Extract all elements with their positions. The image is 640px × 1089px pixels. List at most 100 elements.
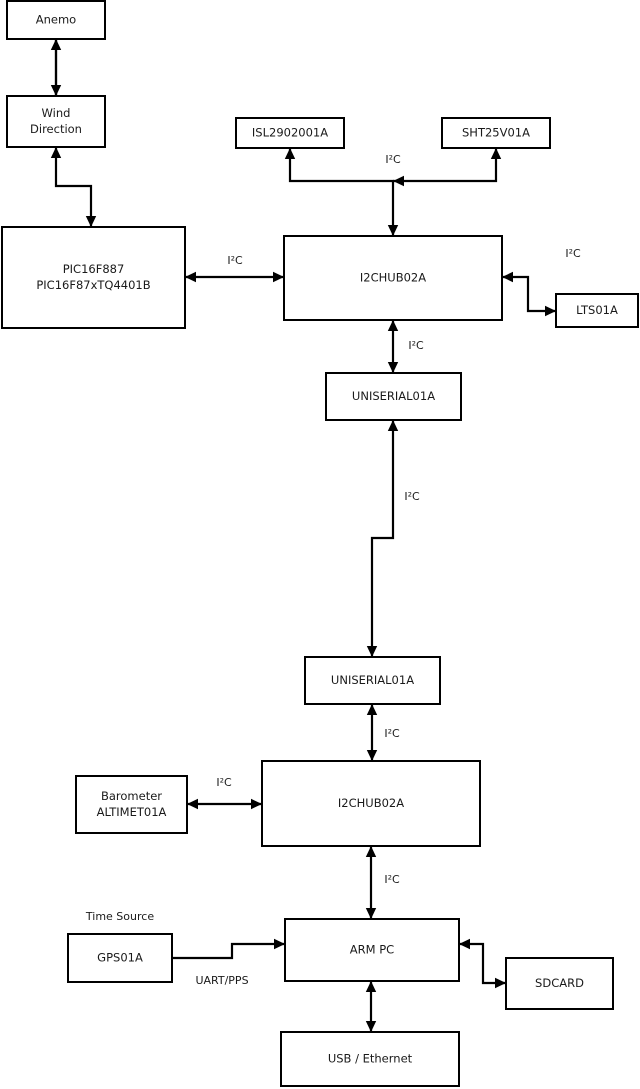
node-label-barometer: Barometer (101, 789, 162, 803)
node-box-hub_bot[interactable] (261, 760, 481, 847)
arrow-head-hub-lts-end (545, 305, 556, 317)
edge-label-hub-lts: I²C (565, 247, 581, 260)
node-box-gps[interactable] (67, 933, 173, 983)
edge-uniserial-hub-bot: I²C (366, 704, 400, 761)
arrow-head-wind-pic-start (50, 147, 62, 158)
edge-line-gps-armpc (172, 942, 285, 960)
node-hub_bot[interactable]: I2CHUB02A (261, 760, 481, 847)
node-label-pic: PIC16F87xTQ4401B (36, 278, 150, 292)
arrow-head-hub-isl-start (387, 225, 399, 236)
edge-pic-hub: I²C (185, 254, 284, 283)
node-label-hub_top: I2CHUB02A (360, 271, 426, 285)
node-box-uniserial_dn[interactable] (304, 656, 441, 705)
arrow-head-hub-uniserial-up-start (387, 320, 399, 331)
edge-gps-armpc: UART/PPS (172, 938, 285, 987)
node-label-gps: GPS01A (97, 951, 143, 965)
arrow-head-barometer-hub-bot-end (251, 798, 262, 810)
edge-hub-bot-armpc: I²C (365, 846, 400, 919)
node-label-sht: SHT25V01A (462, 126, 530, 140)
edge-barometer-hub-bot: I²C (187, 776, 262, 810)
node-armpc[interactable]: ARM PC (284, 918, 460, 982)
arrow-head-wind-pic-end (85, 216, 97, 227)
edge-label-uniserial-hub-bot: I²C (384, 727, 400, 740)
node-uniserial_up[interactable]: UNISERIAL01A (325, 372, 462, 421)
edge-line-hub-sht (393, 148, 498, 183)
node-box-wind[interactable] (6, 95, 106, 148)
arrow-head-anemo-wind-end (50, 85, 62, 96)
edge-line-armpc-sdcard (459, 942, 506, 985)
node-sht[interactable]: SHT25V01A (441, 117, 551, 149)
node-sdcard[interactable]: SDCARD (505, 957, 614, 1010)
node-lts[interactable]: LTS01A (555, 293, 639, 328)
edge-label-barometer-hub-bot: I²C (216, 776, 232, 789)
edge-line-wind-pic (54, 147, 93, 227)
edge-wind-pic (50, 147, 97, 227)
node-box-usbeth[interactable] (280, 1031, 460, 1087)
node-label-hub_bot: I2CHUB02A (338, 796, 404, 810)
arrow-head-uniserial-hub-bot-end (366, 750, 378, 761)
edge-anemo-wind (50, 39, 62, 96)
arrow-head-uniserial-hub-bot-start (366, 704, 378, 715)
arrow-head-hub-bot-armpc-end (365, 908, 377, 919)
node-box-pic[interactable] (1, 226, 186, 329)
arrow-head-pic-hub-end (273, 271, 284, 283)
edge-line-hub-isl (288, 148, 395, 236)
arrow-head-hub-bot-armpc-start (365, 846, 377, 857)
node-hub_top[interactable]: I2CHUB02A (283, 235, 503, 321)
edge-label-hub-uniserial-up: I²C (408, 339, 424, 352)
arrow-head-armpc-sdcard-end (495, 977, 506, 989)
edges-layer: I²C I²C I²C I²C I²C I²C I²C I²C UART/PPS (50, 39, 581, 1032)
edge-label-pic-hub: I²C (227, 254, 243, 267)
node-box-sht[interactable] (441, 117, 551, 149)
arrow-head-hub-isl-end (284, 148, 296, 159)
edge-line-uniserial-uniserial (370, 420, 395, 657)
node-label-uniserial_dn: UNISERIAL01A (331, 673, 414, 687)
edge-line-hub-lts (502, 275, 556, 313)
node-label-wind: Wind (42, 106, 71, 120)
node-label-lts: LTS01A (576, 303, 618, 317)
edge-armpc-usbeth (365, 981, 377, 1032)
node-box-isl[interactable] (235, 117, 345, 149)
edge-hub-isl: I²C (284, 148, 401, 236)
edge-label-hub-isl: I²C (385, 153, 401, 166)
edge-label-uniserial-uniserial: I²C (404, 490, 420, 503)
node-box-armpc[interactable] (284, 918, 460, 982)
node-anemo[interactable]: Anemo (6, 0, 106, 40)
node-box-anemo[interactable] (6, 0, 106, 40)
node-box-sdcard[interactable] (505, 957, 614, 1010)
node-label-sdcard: SDCARD (535, 976, 584, 990)
node-gps[interactable]: GPS01A (67, 933, 173, 983)
edge-label-hub-bot-armpc: I²C (384, 873, 400, 886)
edge-hub-uniserial-up: I²C (387, 320, 424, 373)
edge-label-gps-armpc: UART/PPS (195, 974, 248, 987)
node-isl[interactable]: ISL2902001A (235, 117, 345, 149)
arrow-head-hub-lts-start (502, 271, 513, 283)
edge-uniserial-uniserial: I²C (366, 420, 420, 657)
node-usbeth[interactable]: USB / Ethernet (280, 1031, 460, 1087)
arrow-head-gps-armpc-end (274, 938, 285, 950)
node-label-armpc: ARM PC (350, 943, 394, 957)
node-box-barometer[interactable] (75, 775, 188, 834)
arrow-head-hub-sht-end (490, 148, 502, 159)
arrow-head-hub-sht-start (393, 175, 404, 187)
arrow-head-pic-hub-start (185, 271, 196, 283)
arrow-head-armpc-sdcard-start (459, 938, 470, 950)
free-label-time-source: Time Source (85, 910, 154, 923)
node-box-lts[interactable] (555, 293, 639, 328)
node-box-uniserial_up[interactable] (325, 372, 462, 421)
node-label-isl: ISL2902001A (252, 126, 328, 140)
arrow-head-armpc-usbeth-start (365, 981, 377, 992)
edge-hub-lts: I²C (502, 247, 581, 317)
node-box-hub_top[interactable] (283, 235, 503, 321)
node-uniserial_dn[interactable]: UNISERIAL01A (304, 656, 441, 705)
arrow-head-uniserial-uniserial-start (387, 420, 399, 431)
free-labels-layer: Time Source (85, 910, 154, 923)
node-label-pic: PIC16F887 (63, 262, 125, 276)
arrow-head-armpc-usbeth-end (365, 1021, 377, 1032)
